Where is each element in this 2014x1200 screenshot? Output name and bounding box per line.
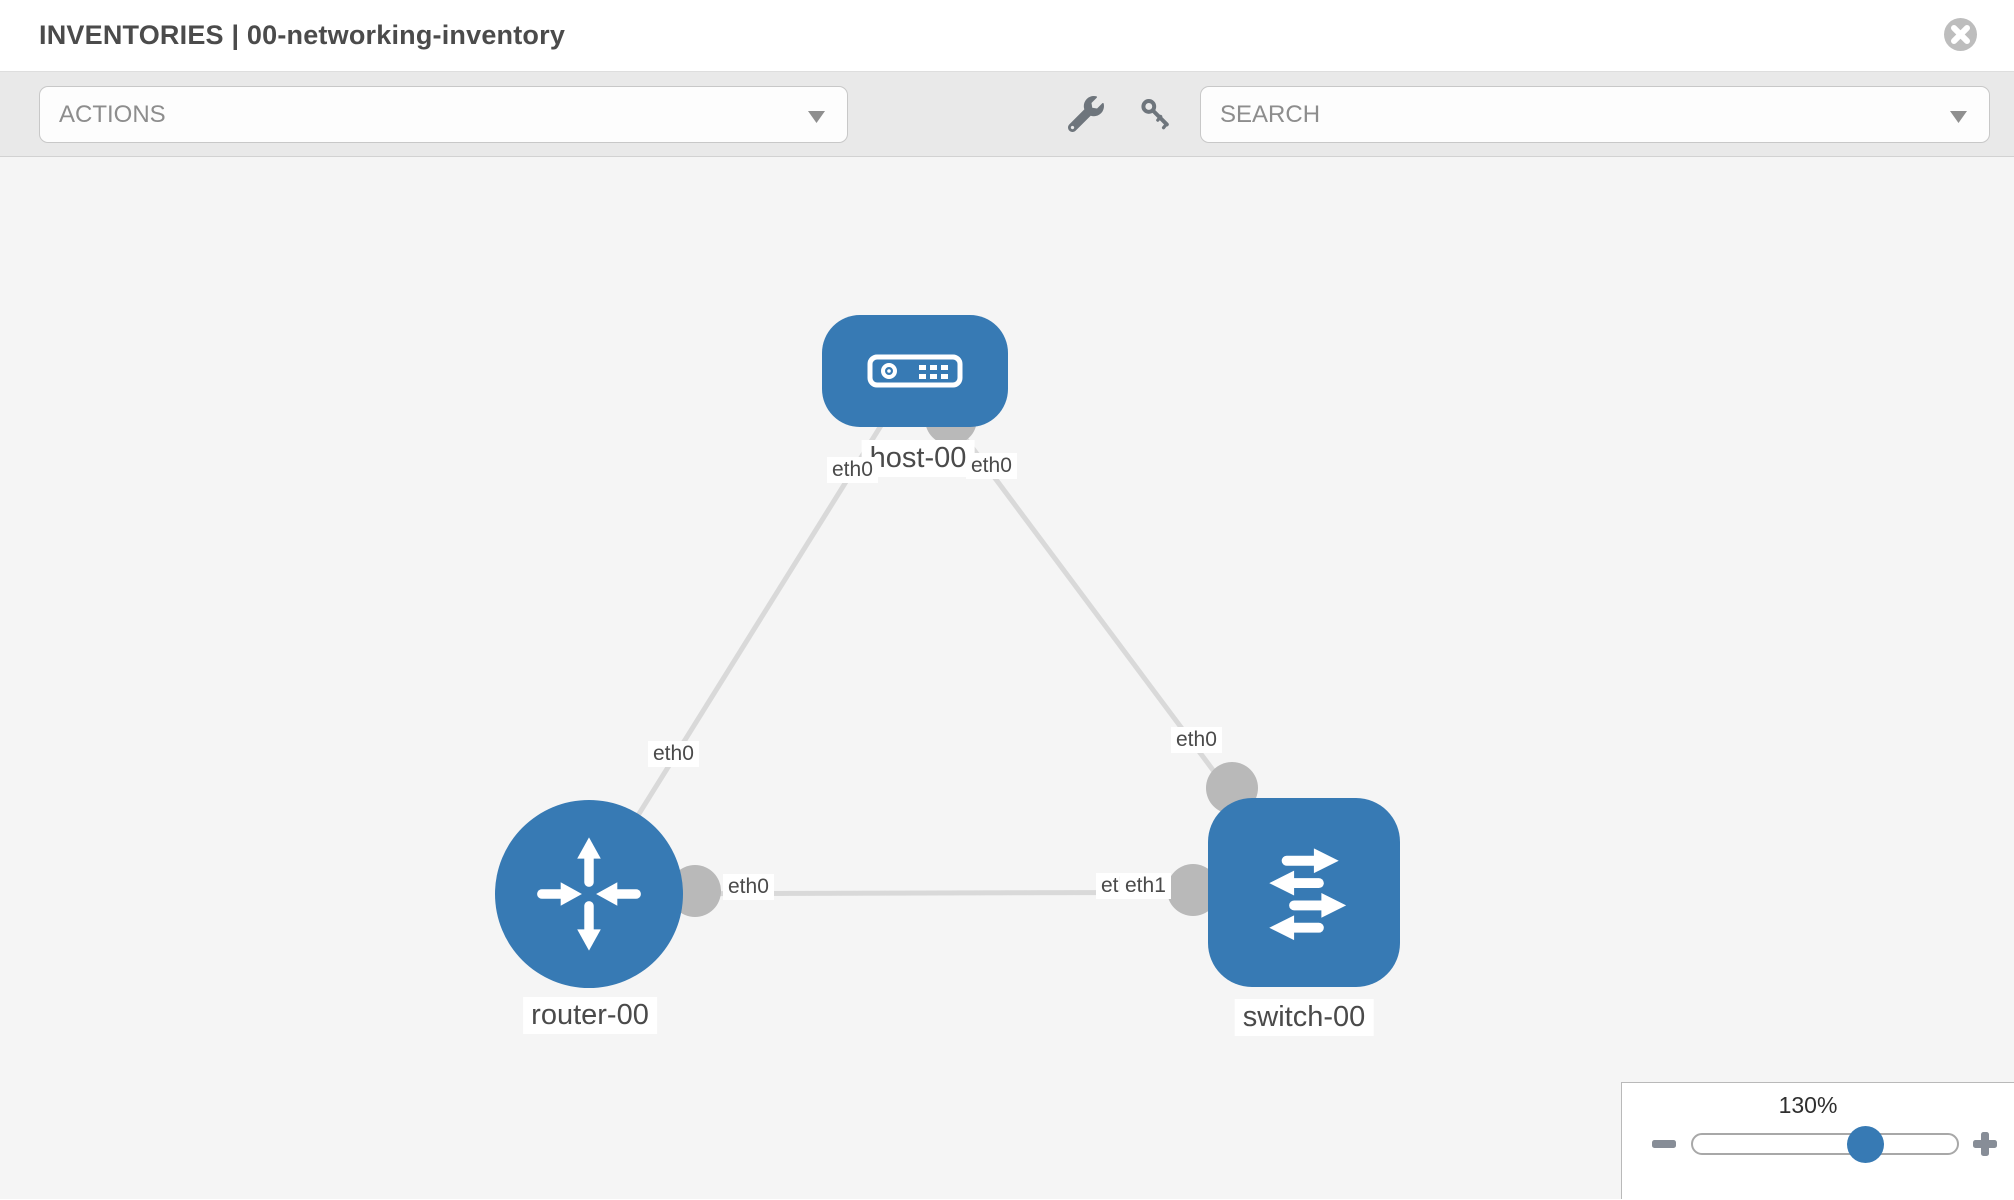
page-title: INVENTORIES | 00-networking-inventory <box>39 20 566 50</box>
interface-label-host-left: eth0 <box>827 457 878 483</box>
search-dropdown[interactable]: SEARCH <box>1200 86 1990 143</box>
zoom-out-icon[interactable] <box>1651 1136 1677 1152</box>
node-host-00[interactable] <box>822 315 1008 427</box>
toolbar: ACTIONS SEARCH <box>0 72 2014 157</box>
search-dropdown-label: SEARCH <box>1220 100 1321 128</box>
zoom-slider-thumb[interactable] <box>1847 1126 1884 1163</box>
node-label-switch: switch-00 <box>1234 999 1374 1036</box>
actions-dropdown[interactable]: ACTIONS <box>39 86 848 143</box>
interface-label-host-right: eth0 <box>966 453 1017 479</box>
key-icon[interactable] <box>1138 96 1174 132</box>
zoom-level-readout: 130% <box>1778 1092 1838 1118</box>
host-icon <box>867 354 963 388</box>
chevron-down-icon <box>1950 111 1967 123</box>
topology-links-layer <box>586 369 1307 917</box>
node-label-host: host-00 <box>861 440 975 477</box>
interface-label-switch-left-front: eth1 <box>1120 873 1171 899</box>
switch-icon <box>1269 847 1347 940</box>
node-label-router: router-00 <box>523 997 657 1034</box>
zoom-panel: 130% <box>1621 1082 2014 1199</box>
node-router-00[interactable] <box>495 800 683 988</box>
router-icon <box>537 837 641 951</box>
actions-dropdown-label: ACTIONS <box>59 100 166 128</box>
wrench-icon[interactable] <box>1068 96 1104 132</box>
close-icon[interactable] <box>1943 17 1978 52</box>
interface-dot-switch-eth1[interactable] <box>1167 864 1219 916</box>
interface-label-switch-top: eth0 <box>1171 727 1222 753</box>
interface-label-router-top: eth0 <box>648 741 699 767</box>
interface-label-router-right: eth0 <box>723 874 774 900</box>
node-switch-00[interactable] <box>1208 798 1400 987</box>
chevron-down-icon <box>808 111 825 123</box>
zoom-in-icon[interactable] <box>1972 1131 1998 1157</box>
topology-canvas[interactable]: host-00 router-00 switch-00 eth0 eth0 et… <box>0 157 2014 1199</box>
zoom-slider-track[interactable] <box>1691 1133 1959 1155</box>
header-bar: INVENTORIES | 00-networking-inventory <box>0 0 2014 72</box>
